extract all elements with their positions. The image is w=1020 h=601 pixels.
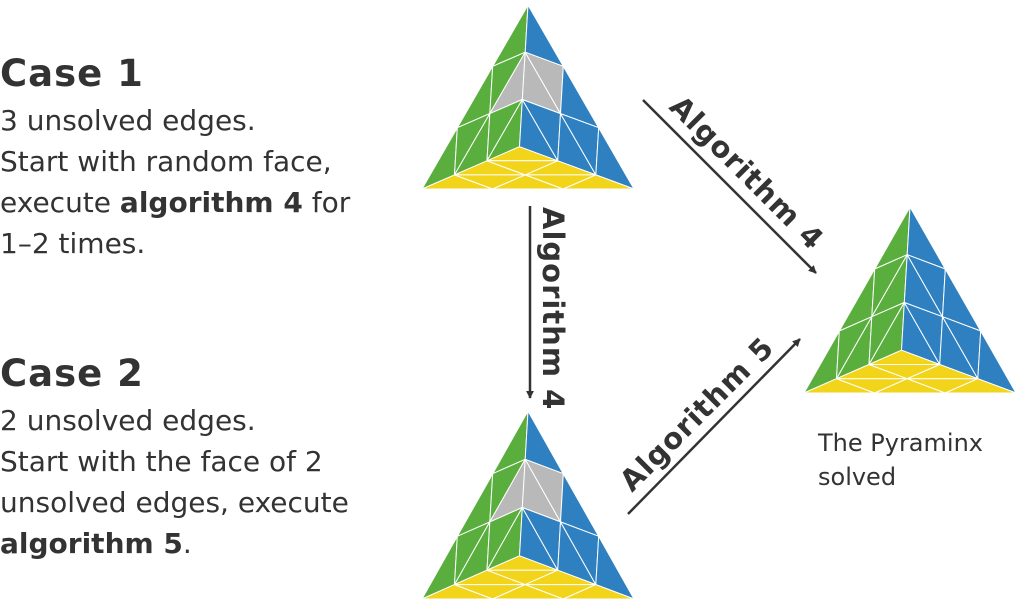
case-2-line-3: unsolved edges, execute — [0, 486, 349, 519]
arrow-bottom-to-solved — [627, 338, 801, 515]
pyraminx-case-1 — [421, 4, 635, 190]
pyraminx-solved — [803, 206, 1017, 394]
case-1-line-3-pre: execute — [0, 186, 120, 219]
case-2-line-4-post: . — [182, 527, 192, 560]
yellow-face-sticker — [562, 174, 635, 190]
solved-caption-line-2: solved — [818, 463, 897, 491]
case-2-title: Case 2 — [0, 352, 144, 395]
pyraminx-case-2 — [421, 410, 635, 600]
label-algorithm-4-vertical: Algorithm 4 — [536, 207, 570, 410]
label-algorithm-5: Algorithm 5 — [613, 330, 781, 498]
case-2-line-2: Start with the face of 2 — [0, 445, 323, 478]
solved-caption: The Pyraminx solved — [818, 426, 983, 494]
case-1-line-1: 3 unsolved edges. — [0, 104, 256, 137]
case-1-line-2: Start with random face, — [0, 145, 332, 178]
case-1-title: Case 1 — [0, 52, 144, 95]
case-1-line-3: execute algorithm 4 for — [0, 182, 350, 223]
case-1-description: Case 1 3 unsolved edges. Start with rand… — [0, 52, 350, 264]
case-2-line-1: 2 unsolved edges. — [0, 404, 256, 437]
yellow-face-sticker — [562, 584, 635, 600]
solved-caption-line-1: The Pyraminx — [818, 429, 983, 457]
yellow-face-sticker — [944, 378, 1017, 394]
label-algorithm-4-diagonal: Algorithm 4 — [663, 89, 831, 257]
arrow-top-to-solved — [642, 99, 817, 274]
case-1-line-3-post: for — [302, 186, 351, 219]
case-2-algorithm-ref: algorithm 5 — [0, 527, 183, 560]
case-2-line-4: algorithm 5. — [0, 523, 349, 564]
case-1-algorithm-ref: algorithm 4 — [119, 186, 303, 219]
case-2-description: Case 2 2 unsolved edges. Start with the … — [0, 352, 349, 564]
case-1-line-4: 1–2 times. — [0, 227, 146, 260]
